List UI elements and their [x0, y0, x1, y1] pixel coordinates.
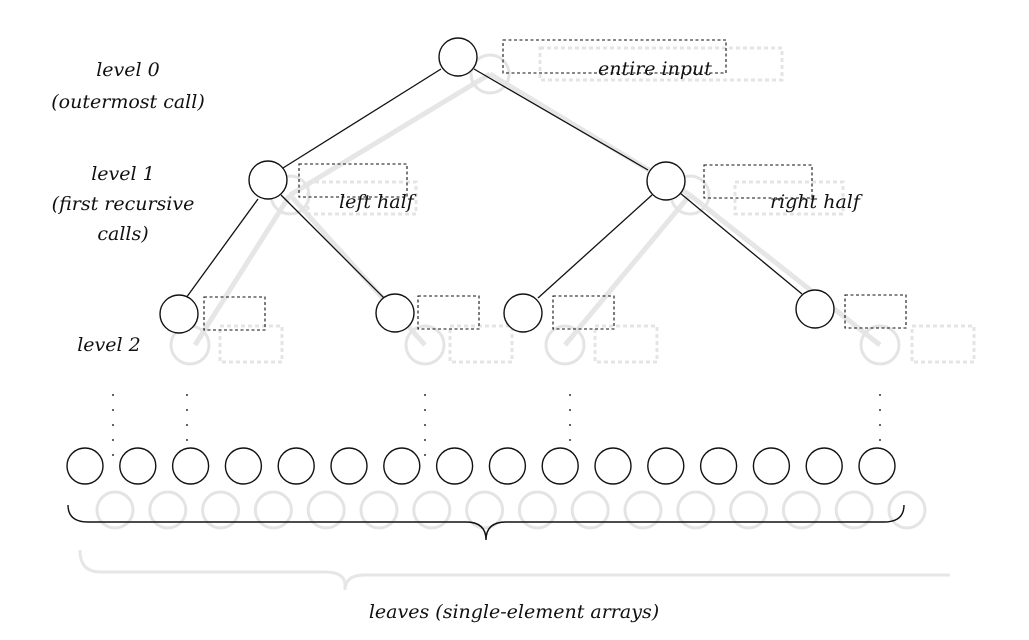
edge-right-rl — [537, 194, 653, 299]
leaf-node — [66, 447, 104, 485]
leaf-node — [330, 447, 368, 485]
level1-right-node — [646, 161, 686, 201]
leaf-node — [488, 447, 527, 485]
ellipsis-dot — [424, 439, 426, 441]
tree-nodes — [159, 37, 835, 334]
edge-left-lr — [280, 194, 385, 299]
ellipsis-dot — [424, 409, 426, 411]
ellipsis-dot — [186, 424, 188, 426]
ellipsis-dot — [424, 454, 426, 456]
ellipsis-dot — [879, 439, 881, 441]
leaf-node — [594, 447, 632, 485]
ellipsis-dot — [112, 424, 114, 426]
root-node — [438, 37, 478, 77]
level1-sublabel-2: calls) — [97, 223, 148, 245]
ellipsis-dot — [569, 439, 571, 441]
ellipsis-dot — [879, 409, 881, 411]
level0-label: level 0 — [96, 59, 160, 81]
level1-label: level 1 — [91, 163, 155, 185]
leaf-node — [805, 447, 843, 485]
ellipsis-dot — [112, 409, 114, 411]
left-subproblem-label: left half — [339, 191, 417, 213]
level2-node-3 — [503, 293, 543, 333]
level1-left-node — [248, 160, 288, 200]
level-labels: level 0 (outermost call) level 1 (first … — [51, 59, 204, 356]
edge-root-left — [282, 68, 442, 169]
ellipsis-dot — [112, 454, 114, 456]
level2-box-2 — [417, 295, 480, 330]
subproblem-labels: entire input left half right half — [339, 58, 863, 213]
leaf-node — [119, 447, 157, 485]
subproblem-boxes — [203, 39, 907, 331]
ellipsis-dot — [424, 424, 426, 426]
leaf-node — [224, 447, 263, 485]
level2-box-4 — [844, 294, 907, 329]
ellipsis-dot — [424, 394, 426, 396]
level2-label: level 2 — [77, 334, 141, 356]
ellipsis-dot — [186, 439, 188, 441]
leaf-node — [171, 447, 210, 485]
leaves-caption: leaves (single-element arrays) — [369, 601, 659, 623]
leaf-row — [66, 447, 896, 485]
ellipsis-dot — [186, 409, 188, 411]
leaf-node — [383, 447, 421, 485]
ellipsis-dots — [112, 394, 881, 456]
root-subproblem-label: entire input — [598, 58, 712, 80]
edge-root-right — [473, 68, 649, 171]
ellipsis-dot — [879, 424, 881, 426]
level0-sublabel: (outermost call) — [51, 91, 204, 113]
level1-sublabel: (first recursive — [52, 193, 195, 215]
leaf-node — [647, 447, 685, 485]
right-subproblem-label: right half — [770, 191, 863, 213]
leaf-node — [858, 447, 896, 485]
leaf-node — [435, 447, 474, 485]
ellipsis-dot — [569, 394, 571, 396]
ellipsis-dot — [186, 394, 188, 396]
left-subproblem-box — [298, 163, 408, 198]
tree-edges — [185, 68, 803, 299]
edge-right-rr — [679, 192, 803, 295]
ellipsis-dot — [112, 439, 114, 441]
ellipsis-dot — [879, 394, 881, 396]
leaf-node — [277, 447, 315, 485]
root-subproblem-box — [502, 39, 727, 74]
level2-node-1 — [159, 294, 199, 334]
ellipsis-dot — [569, 409, 571, 411]
ghost-layer — [78, 46, 976, 591]
level2-box-1 — [203, 296, 266, 331]
level2-node-4 — [795, 289, 835, 329]
leaf-node — [752, 447, 791, 485]
leaf-node — [699, 447, 738, 485]
leaf-node — [541, 447, 579, 485]
edge-left-ll — [185, 198, 259, 299]
leaves-brace — [67, 504, 905, 541]
ellipsis-dot — [569, 424, 571, 426]
right-subproblem-box — [703, 164, 813, 199]
level2-box-3 — [552, 295, 615, 330]
level2-node-2 — [375, 293, 415, 333]
ellipsis-dot — [112, 394, 114, 396]
